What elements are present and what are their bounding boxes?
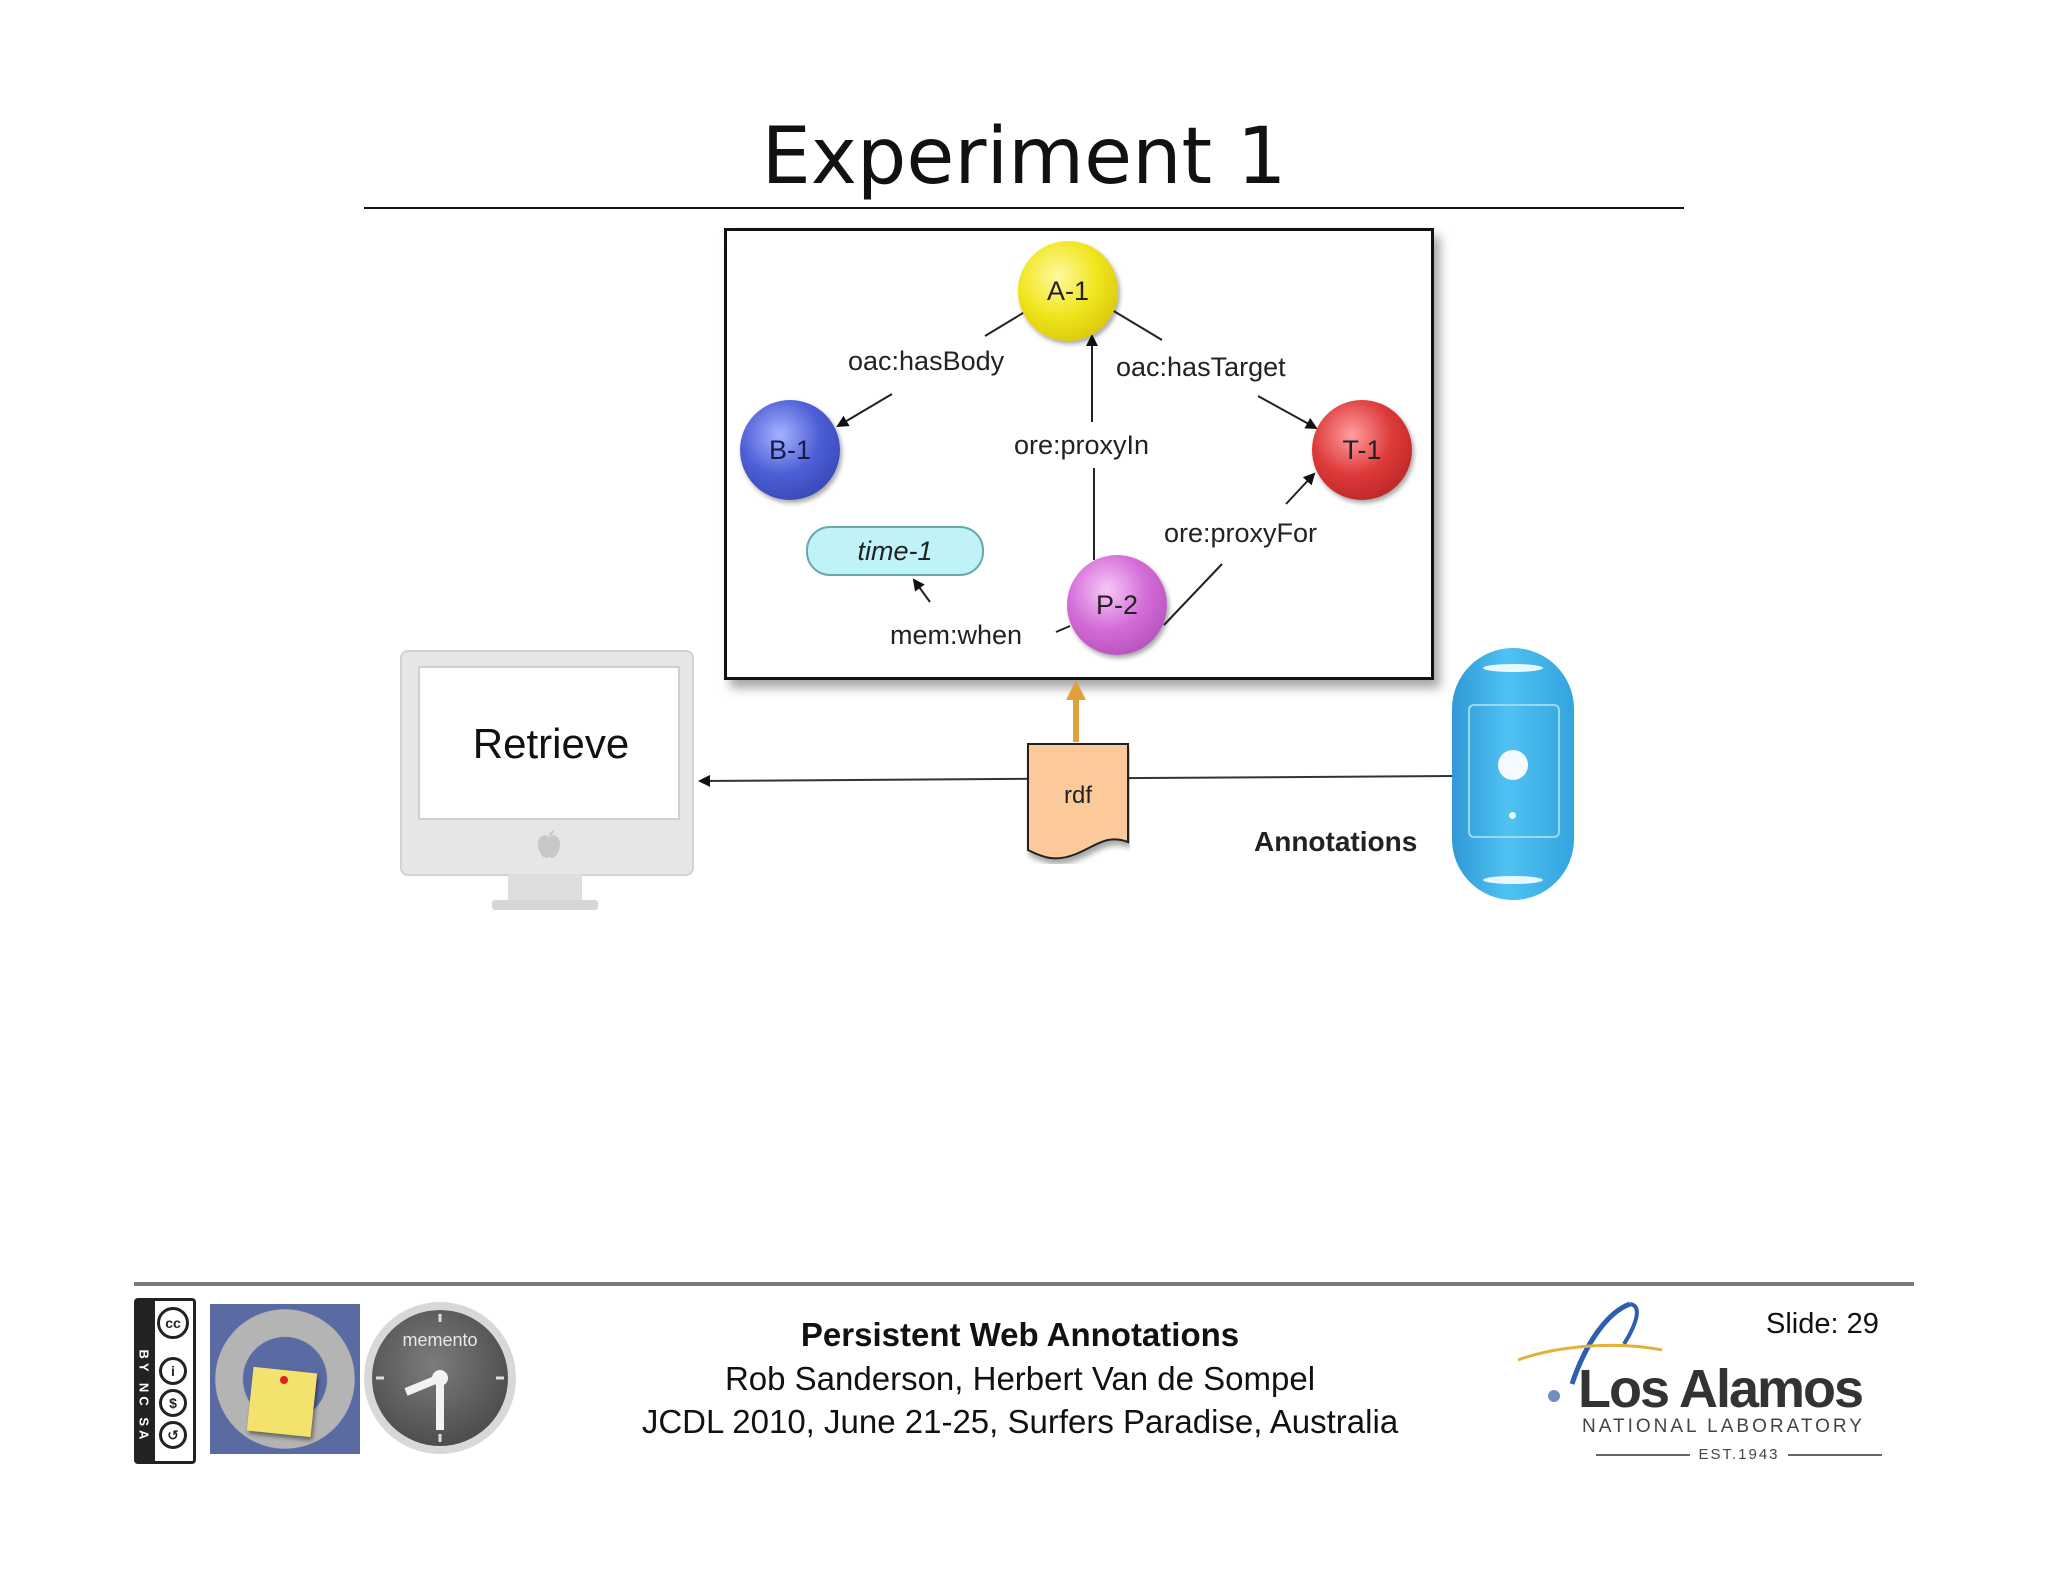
est-rule-right — [1787, 1454, 1882, 1457]
lanl-est-text: EST.1943 — [1698, 1446, 1780, 1463]
cc-icon: cc — [157, 1307, 189, 1339]
memento-wordmark: memento — [402, 1330, 478, 1350]
node-b1: B-1 — [740, 400, 840, 500]
server-body — [1452, 648, 1574, 900]
cc-strip-text: BY NC SA — [136, 1349, 152, 1444]
node-a1: A-1 — [1018, 241, 1118, 341]
document-icon — [1027, 743, 1129, 860]
label-proxyfor: ore:proxyFor — [1164, 518, 1318, 548]
by-icon: i — [159, 1357, 187, 1385]
edge-hastarget-lower — [1257, 395, 1318, 429]
edge-hastarget-upper — [1111, 309, 1163, 341]
rdf-document: rdf — [1026, 742, 1130, 864]
client-monitor: Retrieve — [400, 650, 694, 914]
lanl-logo: Los Alamos NATIONAL LABORATORY EST.1943 — [1512, 1298, 1882, 1468]
edge-when-right — [1055, 625, 1071, 633]
annotation-server — [1452, 648, 1574, 900]
monitor-stand — [508, 874, 582, 902]
monitor-bezel: Retrieve — [400, 650, 694, 876]
edge-hasbody-lower — [836, 393, 893, 428]
lanl-subtitle: NATIONAL LABORATORY — [1582, 1416, 1865, 1437]
node-t1: T-1 — [1312, 400, 1412, 500]
footer-authors: Rob Sanderson, Herbert Van de Sompel — [724, 1360, 1316, 1397]
cc-strip: BY NC SA — [137, 1301, 155, 1461]
node-time1: time-1 — [806, 526, 984, 576]
monitor-screen: Retrieve — [418, 666, 680, 820]
label-proxyin: ore:proxyIn — [1014, 430, 1150, 460]
annotations-label: Annotations — [1254, 826, 1418, 857]
lanl-orbit-icon — [1517, 1301, 1663, 1402]
server-panel — [1468, 704, 1560, 838]
memento-logo: memento — [364, 1302, 516, 1454]
lanl-name: Los Alamos — [1578, 1359, 1864, 1419]
apple-icon — [538, 830, 560, 858]
slide-number: Slide: 29 — [1766, 1308, 1879, 1340]
server-light — [1498, 750, 1528, 780]
label-memwhen: mem:when — [890, 620, 1023, 650]
slide-title: Experiment 1 — [761, 112, 1287, 202]
rdf-label: rdf — [1063, 782, 1092, 809]
lanl-established: EST.1943 — [1558, 1446, 1920, 1463]
clock-hands-icon — [376, 1314, 504, 1442]
edge-hasbody-upper — [984, 309, 1029, 337]
label-hastarget: oac:hasTarget — [1116, 352, 1286, 382]
creative-commons-badge: BY NC SA cc i $ ↺ — [134, 1298, 196, 1464]
edge-proxyfor-lower — [1163, 563, 1223, 626]
nc-icon: $ — [159, 1389, 187, 1417]
footer-title: Persistent Web Annotations — [800, 1316, 1240, 1353]
server-highlights — [1483, 664, 1543, 884]
edge-when-left — [912, 578, 931, 603]
node-p2: P-2 — [1067, 555, 1167, 655]
annotation-note-logo — [210, 1304, 360, 1454]
edge-proxyfor-upper — [1285, 472, 1316, 505]
server-dot — [1509, 812, 1516, 819]
est-rule-left — [1596, 1454, 1691, 1457]
footer-venue: JCDL 2010, June 21-25, Surfers Paradise,… — [641, 1403, 1399, 1440]
monitor-foot — [492, 900, 598, 910]
title-underline — [364, 207, 1684, 209]
footer-rule — [134, 1282, 1914, 1286]
sa-icon: ↺ — [159, 1421, 187, 1449]
label-hasbody: oac:hasBody — [848, 346, 1005, 376]
pin-icon — [280, 1376, 288, 1384]
retrieve-label: Retrieve — [472, 720, 630, 767]
